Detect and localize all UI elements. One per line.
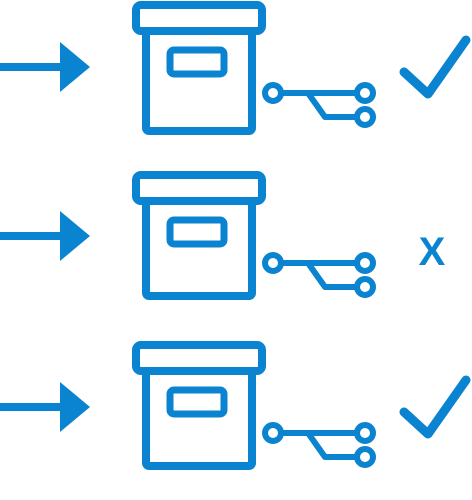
check-mark-icon xyxy=(399,375,471,439)
fork-connector-icon xyxy=(262,252,376,298)
row-2: X xyxy=(0,170,472,330)
archive-box-icon xyxy=(132,341,266,470)
x-mark-icon: X xyxy=(418,230,446,274)
row-3 xyxy=(0,340,472,500)
right-arrow-icon xyxy=(0,382,90,432)
row-1 xyxy=(0,0,472,160)
fork-connector-icon xyxy=(262,422,376,468)
archive-box-icon xyxy=(132,1,266,135)
right-arrow-icon xyxy=(0,42,90,92)
diagram: X xyxy=(0,0,472,470)
right-arrow-icon xyxy=(0,211,90,261)
fork-connector-icon xyxy=(262,82,376,128)
check-mark-icon xyxy=(399,35,471,99)
row-3-graphic xyxy=(0,341,471,470)
archive-box-icon xyxy=(132,171,266,300)
row-2-graphic xyxy=(0,171,376,300)
row-1-graphic xyxy=(0,1,471,135)
